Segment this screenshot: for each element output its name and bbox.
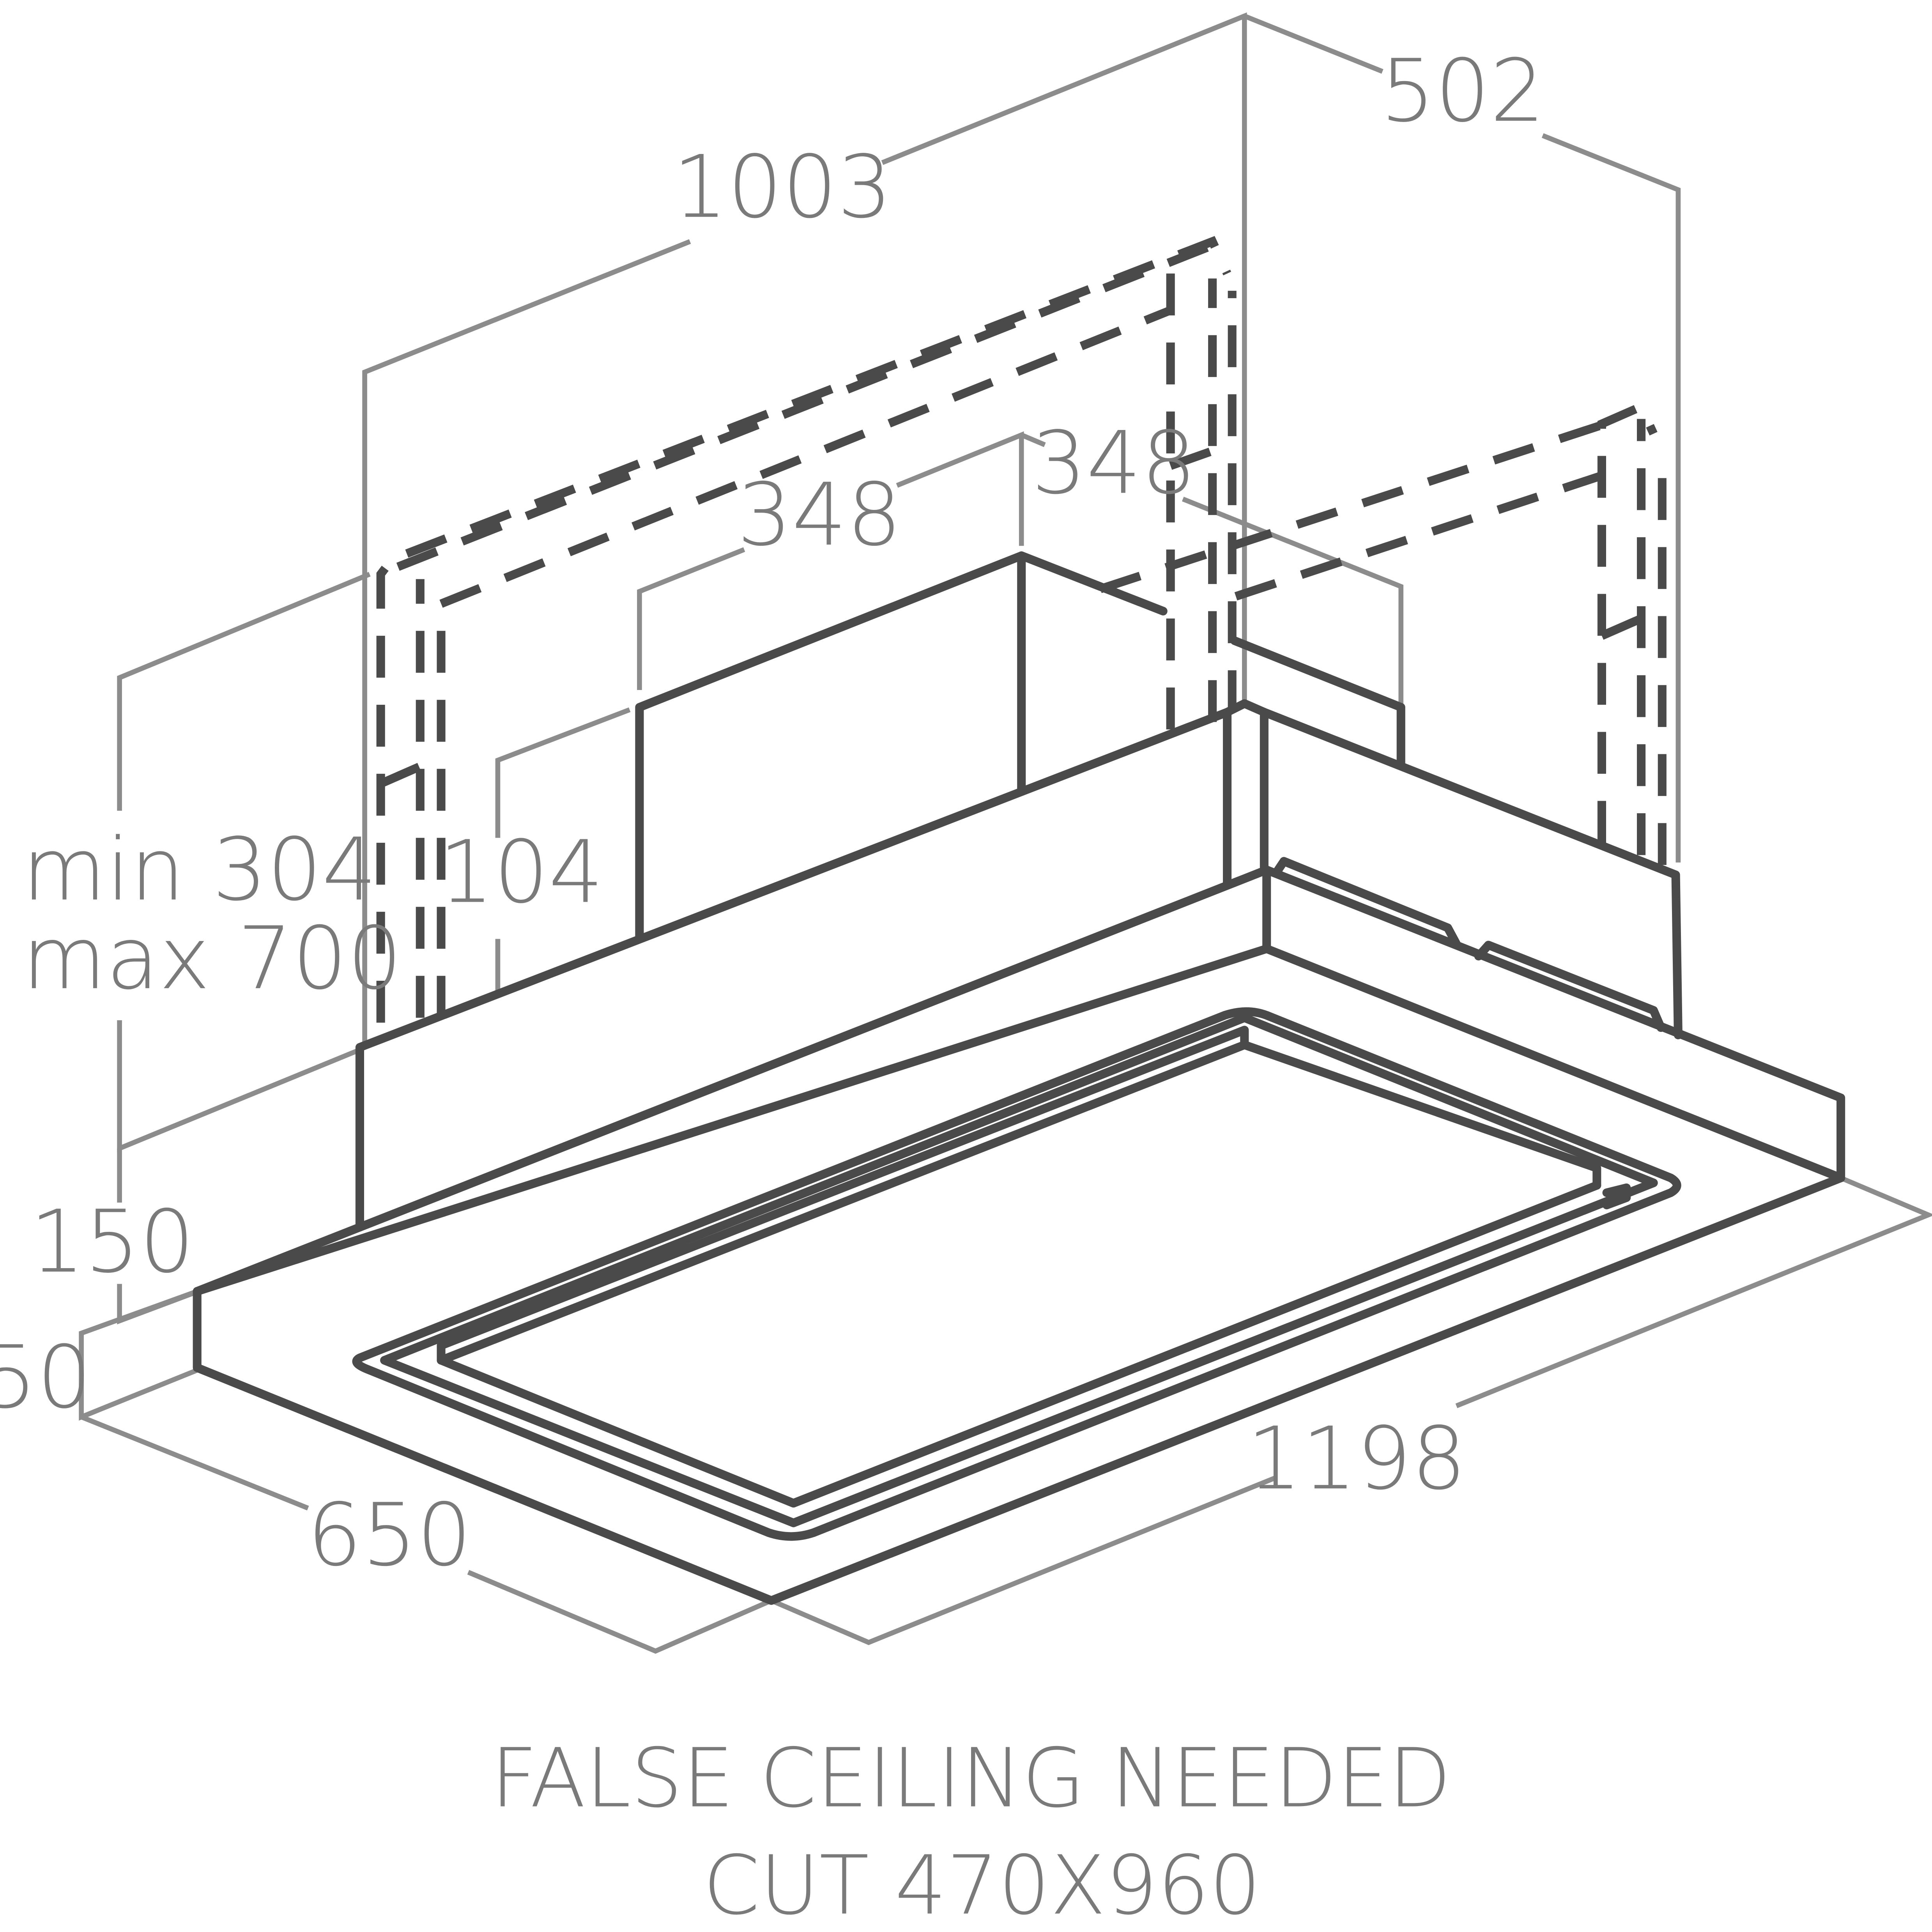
dim-depth-top: 502 [1380,41,1545,142]
dim-chimney-depth: 348 [1031,413,1196,513]
dim-chimney-width: 348 [737,465,902,565]
note-false-ceiling: FALSE CEILING NEEDED [491,1731,1451,1826]
dim-depth: 650 [307,1485,472,1585]
dim-height-max: max 700 [22,909,402,1009]
dim-width: 1198 [1247,1409,1466,1509]
hood-body [193,551,1845,1605]
dimension-labels: 1003 502 348 348 104 min 304 max 700 150… [0,41,1545,1585]
dim-height-min: min 304 [22,820,377,920]
dim-width-top: 1003 [673,137,892,237]
dim-chimney-height: 104 [439,823,603,923]
dimension-lines [79,12,1932,1654]
installation-notes: FALSE CEILING NEEDED CUT 470X960 [491,1731,1451,1932]
hidden-ducting [376,236,1667,1023]
dim-body-height: 150 [30,1192,194,1292]
note-cut-size: CUT 470X960 [703,1838,1261,1932]
dim-flange-height: 50 [0,1328,92,1428]
